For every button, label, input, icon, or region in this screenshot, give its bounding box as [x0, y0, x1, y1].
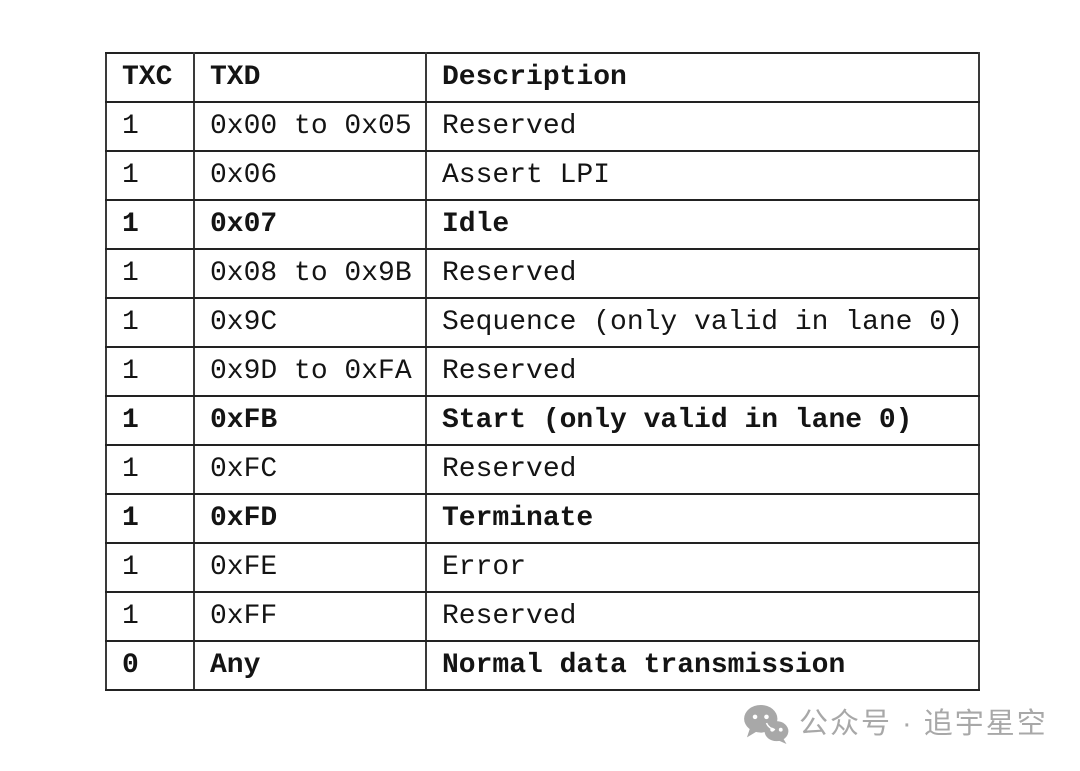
cell-txc: 1 [105, 297, 195, 348]
cell-txd: 0xFE [193, 542, 427, 593]
cell-txc: 0 [105, 640, 195, 691]
cell-description: Sequence (only valid in lane 0) [425, 297, 980, 348]
cell-description: Error [425, 542, 980, 593]
cell-txc: 1 [105, 493, 195, 544]
cell-txc: 1 [105, 248, 195, 299]
watermark-text: 公众号 · 追宇星空 [799, 708, 1048, 740]
cell-txc: 1 [105, 150, 195, 201]
cell-txc: 1 [105, 346, 195, 397]
col-header-txd: TXD [193, 52, 427, 103]
cell-txd: 0xFD [193, 493, 427, 544]
watermark: 公众号 · 追宇星空 [743, 704, 1048, 744]
wechat-icon [743, 704, 789, 744]
cell-txd: 0xFC [193, 444, 427, 495]
cell-txd: 0x07 [193, 199, 427, 250]
cell-txd: 0xFB [193, 395, 427, 446]
cell-txc: 1 [105, 591, 195, 642]
cell-txc: 1 [105, 101, 195, 152]
cell-txd: 0xFF [193, 591, 427, 642]
cell-txc: 1 [105, 542, 195, 593]
cell-txc: 1 [105, 444, 195, 495]
cell-txc: 1 [105, 395, 195, 446]
cell-txd: 0x00 to 0x05 [193, 101, 427, 152]
cell-description: Reserved [425, 101, 980, 152]
cell-txd: 0x9D to 0xFA [193, 346, 427, 397]
cell-description: Start (only valid in lane 0) [425, 395, 980, 446]
cell-description: Reserved [425, 444, 980, 495]
cell-description: Idle [425, 199, 980, 250]
header-row: TXC TXD Description [105, 52, 980, 103]
cell-description: Terminate [425, 493, 980, 544]
cell-description: Normal data transmission [425, 640, 980, 691]
cell-description: Assert LPI [425, 150, 980, 201]
cell-txd: Any [193, 640, 427, 691]
col-header-description: Description [425, 52, 980, 103]
cell-txd: 0x06 [193, 150, 427, 201]
cell-txc: 1 [105, 199, 195, 250]
cell-txd: 0x9C [193, 297, 427, 348]
cell-description: Reserved [425, 346, 980, 397]
col-header-txc: TXC [105, 52, 195, 103]
cell-txd: 0x08 to 0x9B [193, 248, 427, 299]
cell-description: Reserved [425, 248, 980, 299]
cell-description: Reserved [425, 591, 980, 642]
